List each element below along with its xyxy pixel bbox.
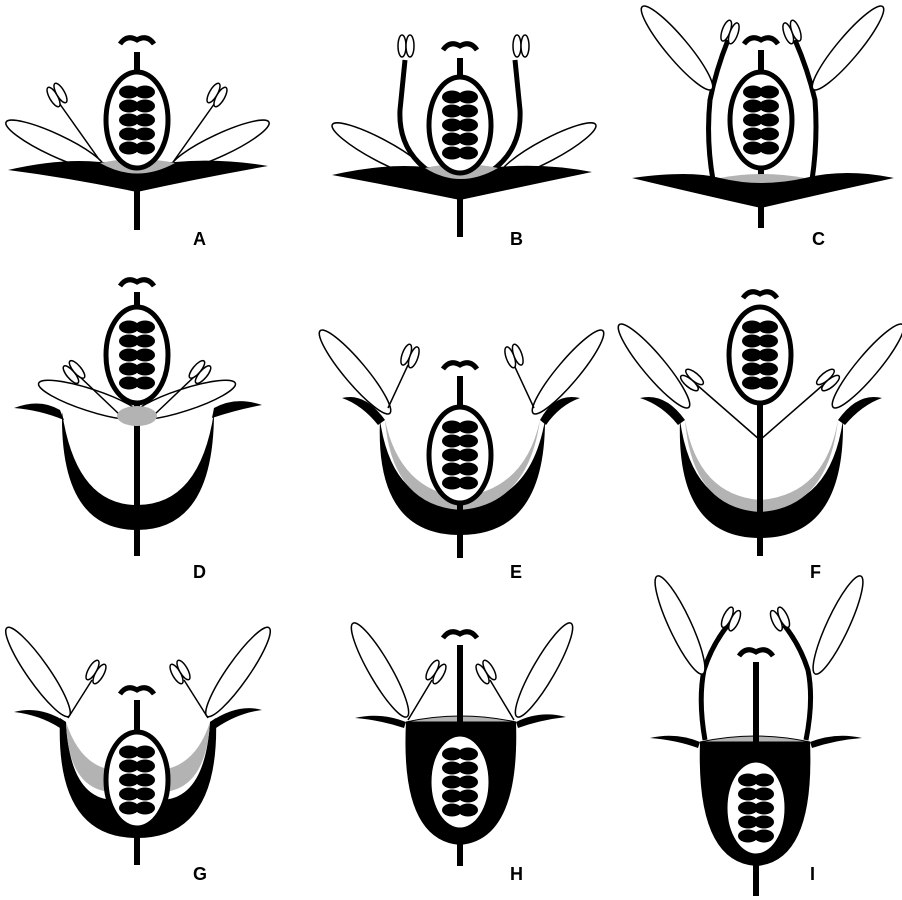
panel-label-a: A (193, 229, 206, 249)
panel-c: C (632, 0, 894, 249)
panel-label-i: I (810, 864, 815, 884)
panel-i: I (647, 571, 871, 896)
panel-label-h: H (510, 864, 523, 884)
panel-label-g: G (193, 864, 207, 884)
panel-label-b: B (510, 229, 523, 249)
panel-e: E (312, 324, 611, 582)
panel-a: A (1, 38, 273, 249)
panel-label-c: C (812, 229, 825, 249)
panel-label-f: F (810, 562, 821, 582)
panel-f: F (611, 292, 902, 582)
panel-g: G (0, 621, 278, 884)
panel-label-e: E (510, 562, 522, 582)
panel-b: B (327, 35, 601, 249)
panel-h: H (343, 618, 580, 884)
panel-d: D (14, 280, 262, 582)
panel-label-d: D (193, 562, 206, 582)
